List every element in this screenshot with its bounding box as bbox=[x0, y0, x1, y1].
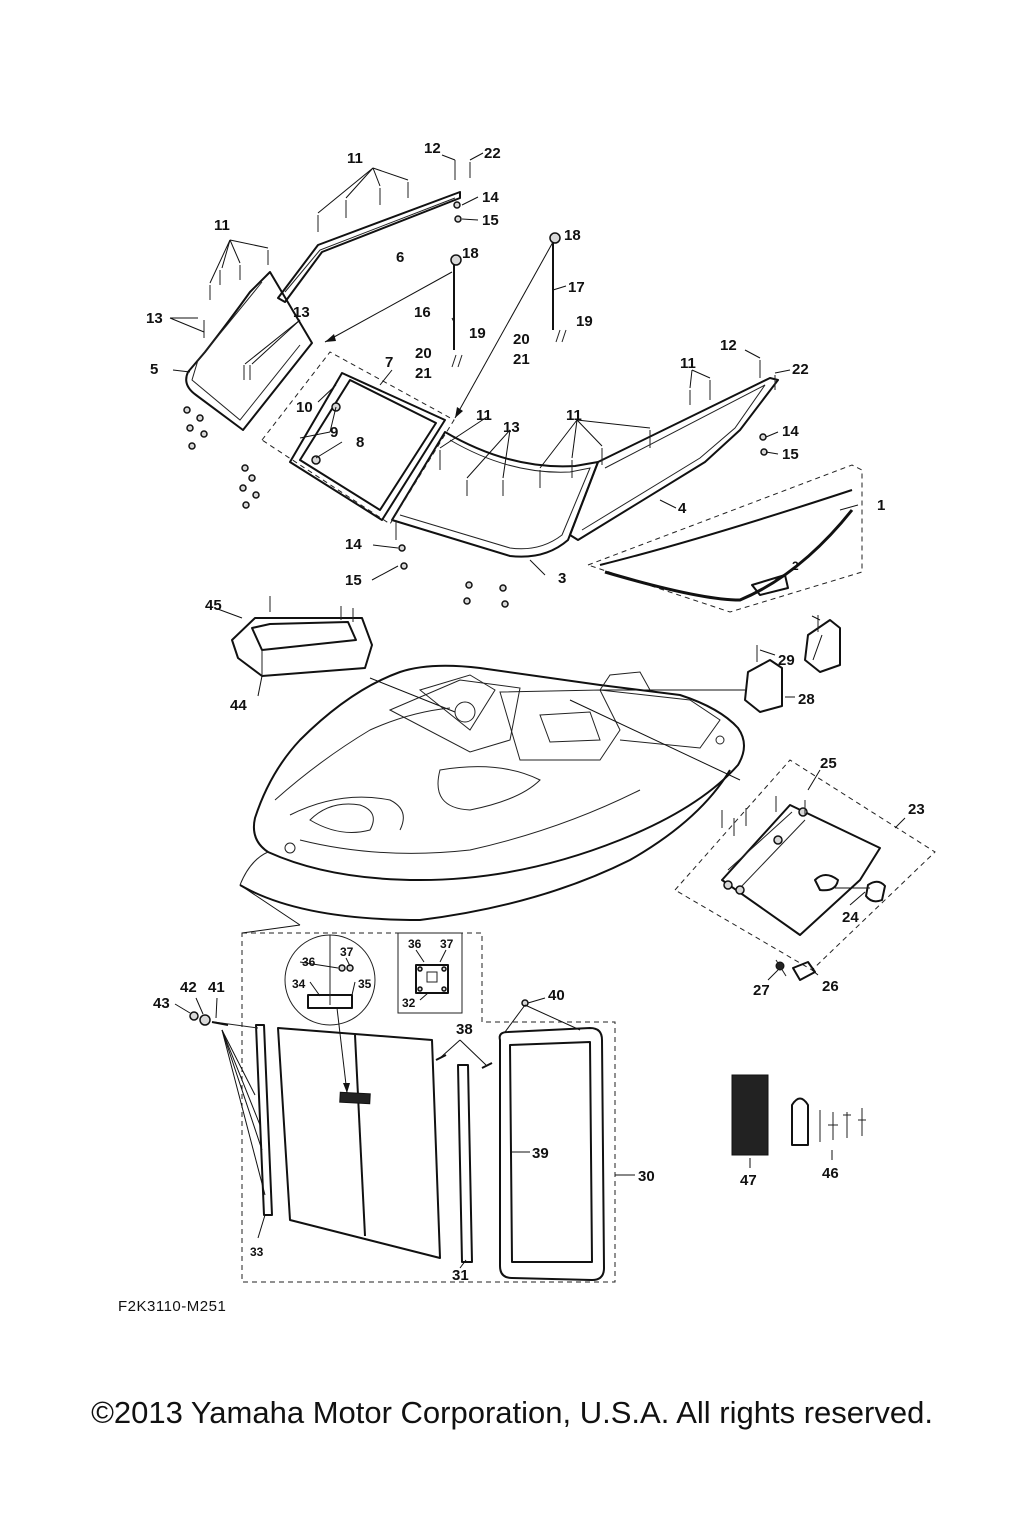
callout-39: 39 bbox=[532, 1145, 549, 1162]
callout-11d: 11 bbox=[566, 407, 582, 424]
callout-26: 26 bbox=[822, 978, 839, 995]
callout-12b: 12 bbox=[720, 337, 737, 354]
callout-24: 24 bbox=[842, 909, 859, 926]
callout-30: 30 bbox=[638, 1168, 655, 1185]
callout-21a: 21 bbox=[415, 365, 432, 382]
callout-1: 1 bbox=[877, 497, 885, 514]
callout-11e: 11 bbox=[680, 355, 696, 372]
callout-31: 31 bbox=[452, 1267, 469, 1284]
callout-9: 9 bbox=[330, 424, 338, 441]
callout-37a: 37 bbox=[340, 945, 354, 959]
right-side-windshield-4 bbox=[569, 377, 779, 541]
callout-47: 47 bbox=[740, 1172, 757, 1189]
top-leader-lines bbox=[169, 152, 859, 581]
callout-12a: 12 bbox=[424, 140, 441, 157]
center-windshield-frame-7 bbox=[289, 372, 446, 521]
callout-29: 29 bbox=[778, 652, 795, 669]
engine-cover-23 bbox=[569, 699, 936, 971]
strut-17 bbox=[549, 232, 567, 343]
callout-35: 35 bbox=[358, 977, 372, 991]
callout-14c: 14 bbox=[782, 423, 799, 440]
callout-22b: 22 bbox=[792, 361, 809, 378]
callout-20b: 20 bbox=[513, 331, 530, 348]
callout-2: 2 bbox=[792, 559, 799, 573]
callout-36a: 36 bbox=[302, 955, 316, 969]
assembly-guide-lines bbox=[261, 241, 554, 525]
callout-23: 23 bbox=[908, 801, 925, 818]
callout-17: 17 bbox=[568, 279, 585, 296]
cushion-holder-28 bbox=[600, 615, 841, 713]
left-upper-trim-6 bbox=[277, 191, 461, 303]
callout-14b: 14 bbox=[345, 536, 362, 553]
callout-4: 4 bbox=[678, 500, 687, 517]
callout-44: 44 bbox=[230, 697, 247, 714]
callout-36b: 36 bbox=[408, 937, 422, 951]
callout-15a: 15 bbox=[482, 212, 499, 229]
callout-43: 43 bbox=[153, 995, 170, 1012]
callout-25: 25 bbox=[820, 755, 837, 772]
callout-19a: 19 bbox=[469, 325, 486, 342]
callout-42: 42 bbox=[180, 979, 197, 996]
callout-28: 28 bbox=[798, 691, 815, 708]
callout-46: 46 bbox=[822, 1165, 839, 1182]
callout-27: 27 bbox=[753, 982, 770, 999]
windshield-fasteners bbox=[183, 160, 776, 608]
left-side-windshield-5 bbox=[185, 271, 313, 431]
callout-7: 7 bbox=[385, 354, 393, 371]
locker-door-group bbox=[174, 884, 635, 1283]
callout-3: 3 bbox=[558, 570, 566, 587]
callout-22a: 22 bbox=[484, 145, 501, 162]
callout-32: 32 bbox=[402, 996, 416, 1010]
callout-16: 16 bbox=[414, 304, 431, 321]
callout-41: 41 bbox=[208, 979, 225, 996]
callout-11c: 11 bbox=[476, 407, 492, 424]
callout-18a: 18 bbox=[462, 245, 479, 262]
copyright-notice: ©2013 Yamaha Motor Corporation, U.S.A. A… bbox=[91, 1395, 933, 1430]
callout-5: 5 bbox=[150, 361, 158, 378]
callout-40: 40 bbox=[548, 987, 565, 1004]
callout-11b: 11 bbox=[214, 217, 230, 234]
callout-8: 8 bbox=[356, 434, 364, 451]
mat-47 bbox=[731, 1074, 769, 1168]
tool-kit-46 bbox=[791, 1097, 866, 1160]
callout-10: 10 bbox=[296, 399, 313, 416]
callout-13b: 13 bbox=[293, 304, 310, 321]
callout-18b: 18 bbox=[564, 227, 581, 244]
windshield-top-trim-1 bbox=[586, 464, 863, 613]
storage-box-44 bbox=[214, 596, 456, 713]
callout-20a: 20 bbox=[415, 345, 432, 362]
callout-37b: 37 bbox=[440, 937, 454, 951]
front-windshield-3 bbox=[391, 431, 599, 558]
latch-26-27 bbox=[767, 959, 819, 981]
boat-hull bbox=[239, 664, 745, 921]
callout-6: 6 bbox=[396, 249, 404, 266]
callout-45: 45 bbox=[205, 597, 222, 614]
callout-11a: 11 bbox=[347, 150, 363, 167]
callout-15b: 15 bbox=[345, 572, 362, 589]
callout-19b: 19 bbox=[576, 313, 593, 330]
strut-16 bbox=[450, 254, 463, 368]
callout-labels: 1 2 3 4 5 6 7 8 9 10 11 11 11 11 11 12 1… bbox=[146, 140, 925, 1284]
callout-21b: 21 bbox=[513, 351, 530, 368]
callout-38: 38 bbox=[456, 1021, 473, 1038]
callout-13c: 13 bbox=[503, 419, 520, 436]
callout-13a: 13 bbox=[146, 310, 163, 327]
callout-33: 33 bbox=[250, 1245, 264, 1259]
callout-34: 34 bbox=[292, 977, 306, 991]
figure-code: F2K3110-M251 bbox=[118, 1298, 227, 1315]
callout-15c: 15 bbox=[782, 446, 799, 463]
callout-14a: 14 bbox=[482, 189, 499, 206]
bracket-2 bbox=[751, 574, 789, 596]
